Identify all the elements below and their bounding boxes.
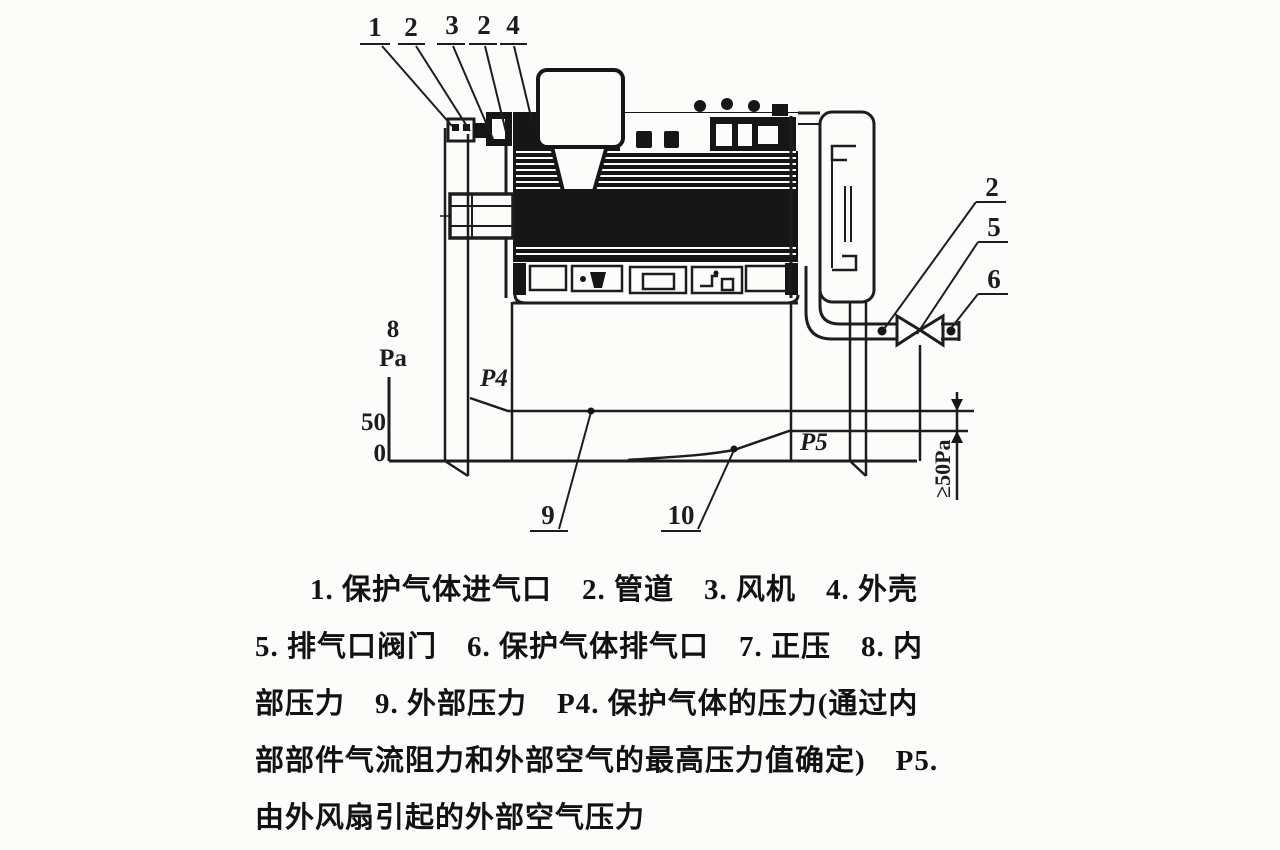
tick-0: 0 xyxy=(374,440,387,467)
callout-9: 9 xyxy=(541,500,555,530)
callout-6: 6 xyxy=(987,264,1001,294)
dimension-label: ≥50Pa xyxy=(930,439,955,498)
callout-1: 1 xyxy=(368,12,382,42)
caption-line-4: 部部件气流阻力和外部空气的最高压力值确定) P5. xyxy=(255,745,939,777)
pressurized-motor-diagram: 8 Pa 50 0 P4 P5 ≥50Pa 1 2 3 2 4 xyxy=(360,10,1008,532)
callout-2b: 2 xyxy=(477,10,491,40)
exhaust-valve-icon xyxy=(895,313,945,348)
caption-line-5: 由外风扇引起的外部空气压力 xyxy=(255,802,646,834)
callout-2a: 2 xyxy=(404,12,418,42)
dimension-50pa: ≥50Pa xyxy=(930,392,963,500)
tick-50: 50 xyxy=(361,409,386,436)
caption-line-1: 1. 保护气体进气口 2. 管道 3. 风机 4. 外壳 xyxy=(310,574,919,606)
fan-hood xyxy=(536,68,625,193)
pressure-graph: 8 Pa 50 0 P4 P5 ≥50Pa xyxy=(361,316,974,500)
base-band xyxy=(513,263,800,305)
p5-label: P5 xyxy=(799,429,828,456)
figure-caption: 1. 保护气体进气口 2. 管道 3. 风机 4. 外壳 5. 排气口阀门 6.… xyxy=(255,562,1055,847)
caption-line-3: 部压力 9. 外部压力 P4. 保护气体的压力(通过内 xyxy=(255,688,919,720)
projection-lines xyxy=(510,302,922,461)
callout-3: 3 xyxy=(445,10,459,40)
outlet-node-dot xyxy=(946,326,956,336)
left-duct xyxy=(443,128,470,478)
right-callouts: 2 5 6 xyxy=(883,172,1008,335)
top-callouts: 1 2 3 2 4 xyxy=(360,10,533,140)
exhaust-pipe xyxy=(804,266,961,341)
right-duct xyxy=(798,110,876,477)
motor-shaft xyxy=(440,192,518,240)
bottom-callouts: 9 10 xyxy=(530,407,738,532)
internal-pressure-line xyxy=(469,396,974,413)
p4-label: P4 xyxy=(479,365,508,392)
axis-unit-pa: Pa xyxy=(379,345,407,372)
callout-4: 4 xyxy=(506,10,520,40)
axis-number-8: 8 xyxy=(387,316,400,343)
caption-line-2: 5. 排气口阀门 6. 保护气体排气口 7. 正压 8. 内 xyxy=(255,631,924,663)
terminal-box-band xyxy=(620,98,798,151)
external-pressure-line xyxy=(627,429,968,462)
callout-10: 10 xyxy=(668,500,695,530)
callout-2c: 2 xyxy=(985,172,999,202)
callout-5: 5 xyxy=(987,212,1001,242)
